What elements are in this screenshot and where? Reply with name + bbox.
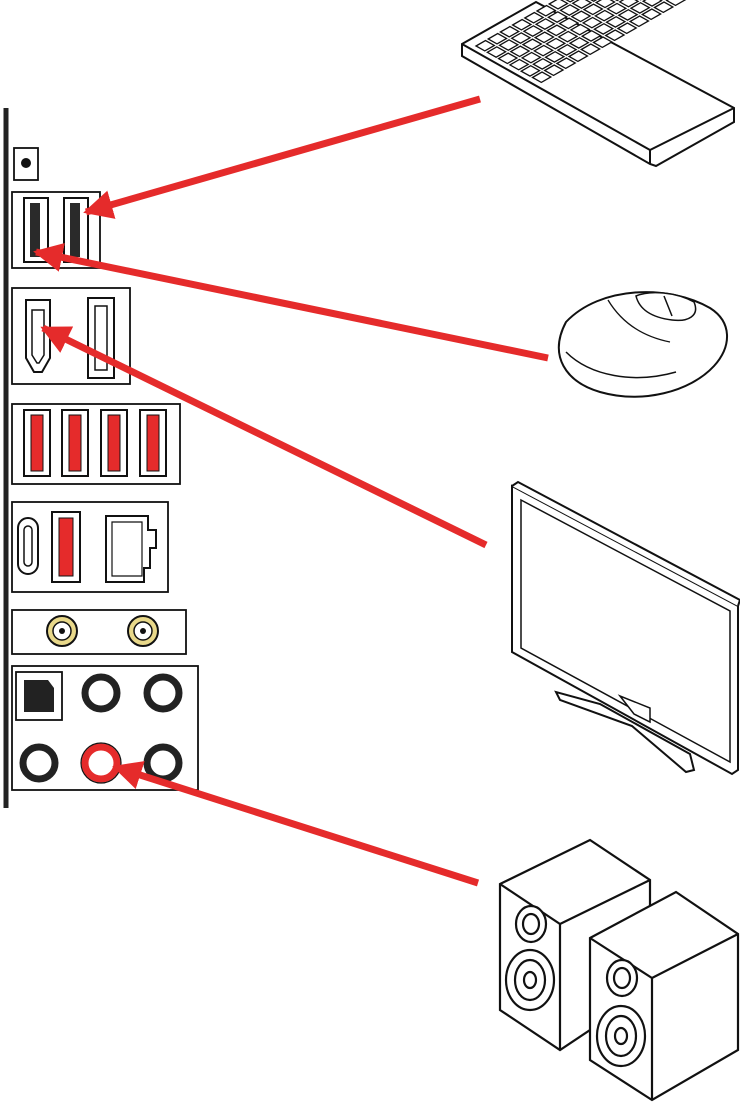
- network-port-group: [12, 502, 168, 592]
- audio-jack-icon: [147, 677, 179, 709]
- arrow-keyboard: [86, 99, 480, 212]
- speakers-icon: [500, 840, 738, 1100]
- usb3-port-row: [12, 404, 180, 484]
- audio-group: [12, 666, 198, 790]
- mouse-icon: [559, 292, 727, 397]
- usb3-port: [62, 410, 88, 476]
- monitor-icon: [512, 482, 740, 774]
- keyboard-icon: [462, 0, 734, 166]
- optical-spdif-icon: [16, 672, 62, 720]
- audio-line-out-jack: [85, 747, 117, 779]
- usb3-port-icon: [52, 512, 80, 582]
- io-panel: [6, 108, 198, 808]
- reset-button-icon: [14, 148, 38, 180]
- audio-jack-icon: [85, 677, 117, 709]
- usb3-port: [24, 410, 50, 476]
- arrow-speakers: [115, 767, 478, 883]
- usb3-port: [140, 410, 166, 476]
- antenna-group: [12, 610, 186, 654]
- audio-jack-icon: [147, 747, 179, 779]
- audio-jack-icon: [23, 747, 55, 779]
- usb3-port: [101, 410, 127, 476]
- video-port-group: [12, 288, 130, 384]
- antenna-connector-icon: [128, 616, 158, 646]
- antenna-connector-icon: [47, 616, 77, 646]
